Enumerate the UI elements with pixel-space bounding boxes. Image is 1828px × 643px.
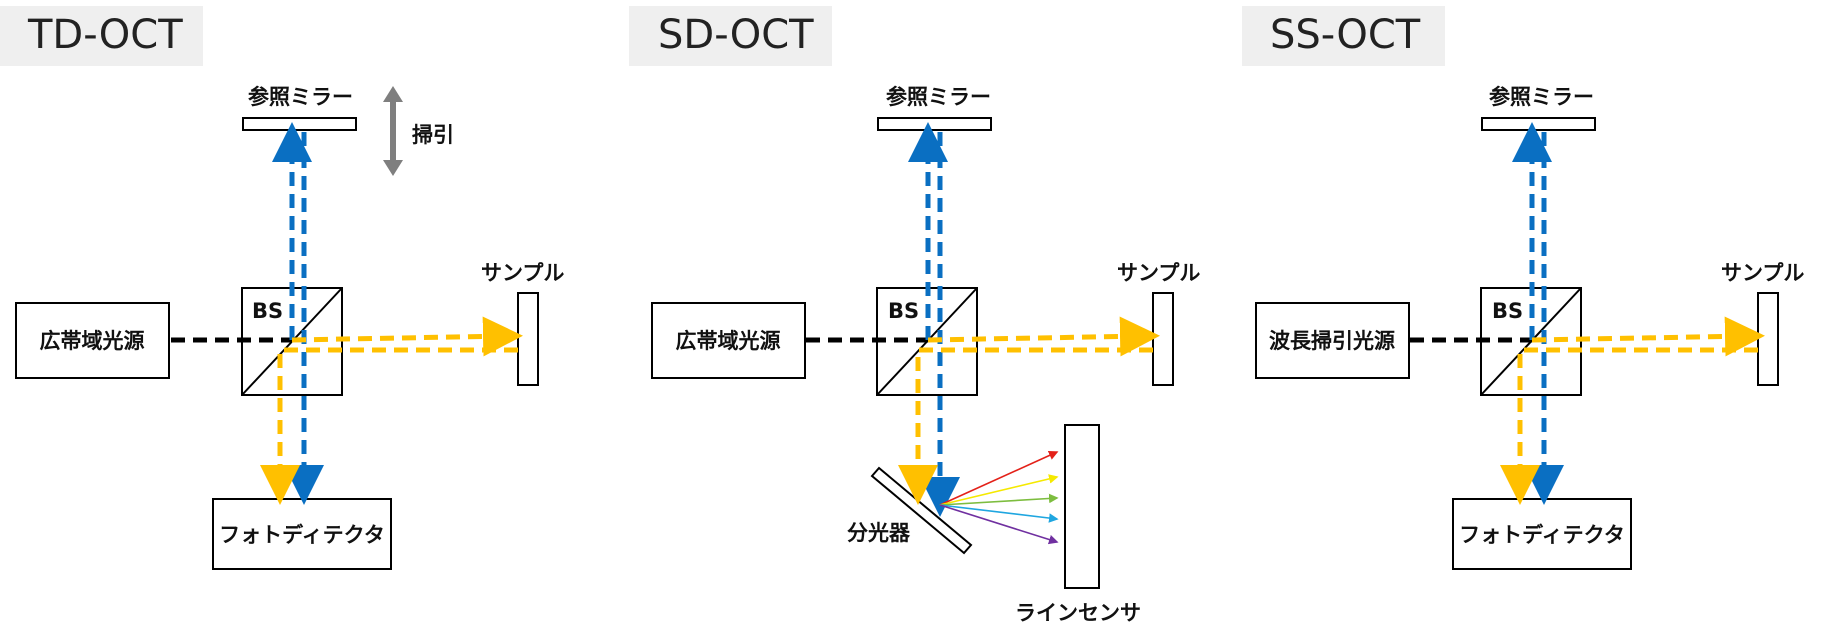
spectrum-ray-red	[939, 450, 1059, 506]
td-sweep-arrow	[383, 86, 403, 176]
ss-sample	[1757, 292, 1779, 386]
sd-sample-label: サンプル	[1117, 261, 1200, 285]
ss-bs-label: BS	[1492, 299, 1523, 323]
spectrum-ray-cyan	[939, 504, 1059, 523]
sd-line-sensor	[1064, 424, 1100, 589]
sd-sample	[1152, 292, 1174, 386]
sd-sample-beam-return	[898, 347, 1153, 505]
td-title: TD-OCT	[27, 12, 183, 58]
ss-reference-mirror-label: 参照ミラー	[1489, 85, 1594, 109]
sd-reference-mirror-label: 参照ミラー	[886, 85, 991, 109]
ss-title: SS-OCT	[1270, 12, 1421, 58]
sd-sample-beam-out	[927, 316, 1160, 357]
sd-reference-mirror	[877, 117, 992, 131]
ss-title-background	[1242, 6, 1445, 66]
ss-photodetector-box	[1452, 498, 1632, 570]
sd-spectrometer-label: 分光器	[847, 521, 911, 545]
td-oct-panel: TD-OCT 参照ミラー 掃引 サンプル 広帯域光源 BS フォトディテクタ	[0, 6, 564, 570]
td-sample-label: サンプル	[481, 261, 564, 285]
sd-oct-panel: SD-OCT 参照ミラー サンプル 広帯域光源 BS 分光器 ラインセンサ	[629, 6, 1200, 625]
td-light-source-box	[15, 302, 170, 379]
spectrum-ray-green	[939, 493, 1059, 506]
sd-light-source-box	[651, 302, 806, 379]
sd-light-source-label: 広帯域光源	[676, 329, 781, 353]
ss-oct-panel: SS-OCT 参照ミラー サンプル 波長掃引光源 BS フォトディテクタ	[1242, 6, 1804, 570]
ss-sample-beam-out	[1531, 316, 1765, 357]
ss-light-source-box	[1255, 302, 1410, 379]
ss-photodetector-label: フォトディテクタ	[1459, 523, 1625, 547]
td-sample-beam-return	[260, 347, 518, 505]
spectrum-ray-yellow	[939, 474, 1059, 506]
ss-sample-beam-return	[1500, 347, 1758, 505]
sd-bs-label: BS	[888, 299, 919, 323]
ss-reference-mirror	[1481, 117, 1596, 131]
td-sweep-label: 掃引	[412, 123, 454, 147]
ss-light-source-label: 波長掃引光源	[1269, 329, 1395, 353]
sd-line-sensor-label: ラインセンサ	[1015, 601, 1141, 625]
td-light-source-label: 広帯域光源	[40, 329, 145, 353]
ss-sample-label: サンプル	[1721, 261, 1804, 285]
td-photodetector-label: フォトディテクタ	[219, 523, 385, 547]
spectrum-ray-purple	[939, 504, 1059, 545]
td-sample-beam-out	[291, 316, 523, 357]
sd-title: SD-OCT	[658, 12, 814, 58]
td-reference-mirror	[242, 117, 357, 131]
sd-title-background	[629, 6, 832, 66]
td-reference-mirror-label: 参照ミラー	[248, 85, 353, 109]
td-bs-label: BS	[252, 299, 283, 323]
td-title-background	[0, 6, 203, 66]
td-sample	[517, 292, 539, 386]
sd-spectrum-rays	[939, 450, 1059, 545]
